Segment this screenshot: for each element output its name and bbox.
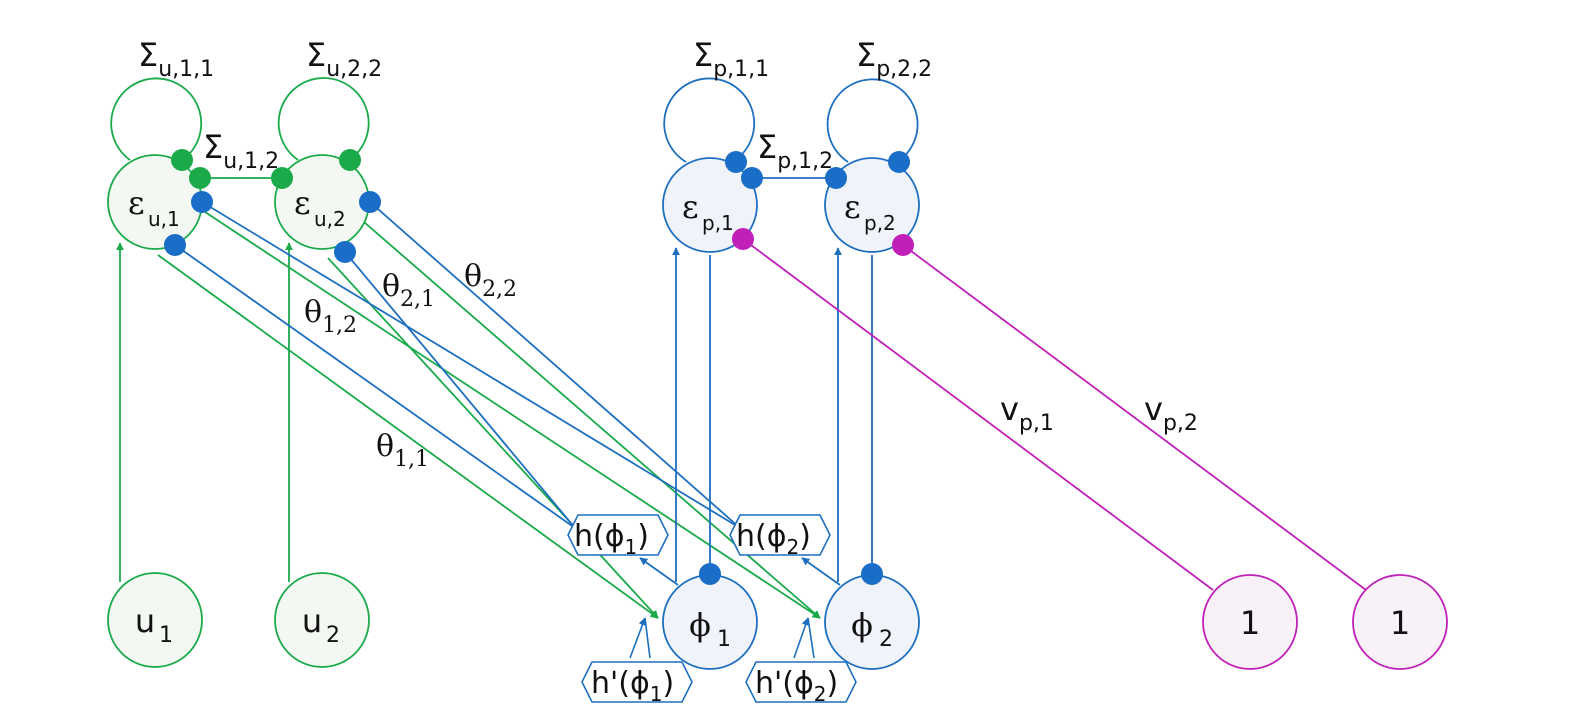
edge-theta-12 xyxy=(201,201,741,529)
dot-sigma-u11 xyxy=(171,149,193,171)
svg-text:ϕ: ϕ xyxy=(689,606,711,644)
svg-text:u: u xyxy=(135,602,155,640)
edge-hp1-to-phi1-a xyxy=(629,617,647,659)
dot-theta-11-eu1 xyxy=(164,234,186,256)
svg-text:1: 1 xyxy=(1390,604,1410,642)
svg-text:h(ϕ1): h(ϕ1) xyxy=(574,519,649,559)
label-theta-12: θ1,2 xyxy=(304,295,357,338)
svg-text:h(ϕ2): h(ϕ2) xyxy=(736,519,811,559)
dot-vp1 xyxy=(732,228,754,250)
label-sigma-u11: Σu,1,1 xyxy=(138,36,214,82)
edge-eu1-to-phi1 xyxy=(157,254,659,619)
label-sigma-p22: Σp,2,2 xyxy=(856,36,932,82)
label-sigma-u22: Σu,2,2 xyxy=(306,36,382,82)
dot-sigma-p22 xyxy=(888,151,910,173)
dot-theta-21-eu2 xyxy=(334,241,356,263)
edge-hp2-to-phi2-b xyxy=(807,617,815,659)
node-epsilon-u2: ε u,2 xyxy=(274,154,370,250)
label-theta-22: θ2,2 xyxy=(464,259,517,302)
svg-text:p,1: p,1 xyxy=(702,211,734,235)
edge-vp2 xyxy=(902,244,1367,591)
edge-phi2-to-h2 xyxy=(801,557,841,586)
dot-sigma-u12-right xyxy=(271,167,293,189)
hex-h-phi1: h(ϕ1) xyxy=(567,514,669,559)
dot-sigma-p12-right xyxy=(825,167,847,189)
hex-hprime-phi1: h'(ϕ1) xyxy=(581,661,693,706)
label-theta-21: θ2,1 xyxy=(382,269,435,312)
label-sigma-p12: Σp,1,2 xyxy=(757,128,833,174)
node-constant-1-a: 1 xyxy=(1202,574,1298,670)
edge-hp1-to-phi1-b xyxy=(644,617,651,659)
svg-text:p,2: p,2 xyxy=(864,211,896,235)
node-u2: u 2 xyxy=(274,572,370,668)
svg-text:h'(ϕ2): h'(ϕ2) xyxy=(755,666,838,706)
svg-text:ϕ: ϕ xyxy=(851,606,873,644)
label-sigma-u12: Σu,1,2 xyxy=(203,128,279,174)
edge-theta-11 xyxy=(174,244,576,529)
node-phi1: ϕ 1 xyxy=(662,574,758,670)
loop-sigma-u11 xyxy=(110,77,203,161)
dot-vp2 xyxy=(892,234,914,256)
svg-text:ε: ε xyxy=(294,184,311,222)
edge-eu2-to-phi2 xyxy=(363,221,821,619)
loop-sigma-p22 xyxy=(826,78,919,163)
dot-sigma-p11 xyxy=(725,151,747,173)
label-sigma-p11: Σp,1,1 xyxy=(693,36,769,82)
loop-sigma-u22 xyxy=(277,77,370,161)
edge-eu2-to-phi1 xyxy=(327,257,659,619)
node-phi2: ϕ 2 xyxy=(824,574,920,670)
node-epsilon-u1: ε u,1 xyxy=(107,154,203,250)
svg-text:ε: ε xyxy=(844,188,861,226)
edge-hp2-to-phi2-a xyxy=(793,617,810,659)
svg-text:1: 1 xyxy=(159,623,173,648)
hex-h-phi2: h(ϕ2) xyxy=(729,514,831,559)
svg-text:1: 1 xyxy=(1240,604,1260,642)
svg-text:ε: ε xyxy=(128,184,145,222)
edge-phi1-to-h1 xyxy=(639,557,679,586)
loop-sigma-p11 xyxy=(663,77,756,163)
edge-theta-21 xyxy=(344,251,576,529)
svg-text:1: 1 xyxy=(717,627,731,652)
svg-text:u,2: u,2 xyxy=(314,207,346,231)
edge-vp1 xyxy=(742,238,1214,591)
svg-text:ε: ε xyxy=(682,188,699,226)
label-vp2: vp,2 xyxy=(1144,390,1198,436)
node-u1: u 1 xyxy=(107,572,203,668)
svg-text:h'(ϕ1): h'(ϕ1) xyxy=(591,666,674,706)
dot-sigma-u22 xyxy=(339,149,361,171)
svg-text:2: 2 xyxy=(326,623,340,648)
dot-ep2-phi2 xyxy=(861,563,883,585)
node-epsilon-p1: ε p,1 xyxy=(662,157,758,253)
node-epsilon-p2: ε p,2 xyxy=(824,157,920,253)
edge-theta-22 xyxy=(369,201,741,529)
svg-text:u,1: u,1 xyxy=(148,207,180,231)
label-theta-11: θ1,1 xyxy=(376,429,429,472)
edge-eu1-to-phi2 xyxy=(201,209,821,619)
dot-ep1-phi1 xyxy=(699,563,721,585)
svg-text:u: u xyxy=(302,602,322,640)
dot-theta-22-eu2 xyxy=(359,191,381,213)
dot-sigma-u12-left xyxy=(189,167,211,189)
dot-theta-12-eu1 xyxy=(191,191,213,213)
dot-sigma-p12-left xyxy=(741,167,763,189)
node-constant-1-b: 1 xyxy=(1352,574,1448,670)
label-vp1: vp,1 xyxy=(1000,390,1054,436)
svg-text:2: 2 xyxy=(879,627,893,652)
hex-hprime-phi2: h'(ϕ2) xyxy=(745,661,857,706)
